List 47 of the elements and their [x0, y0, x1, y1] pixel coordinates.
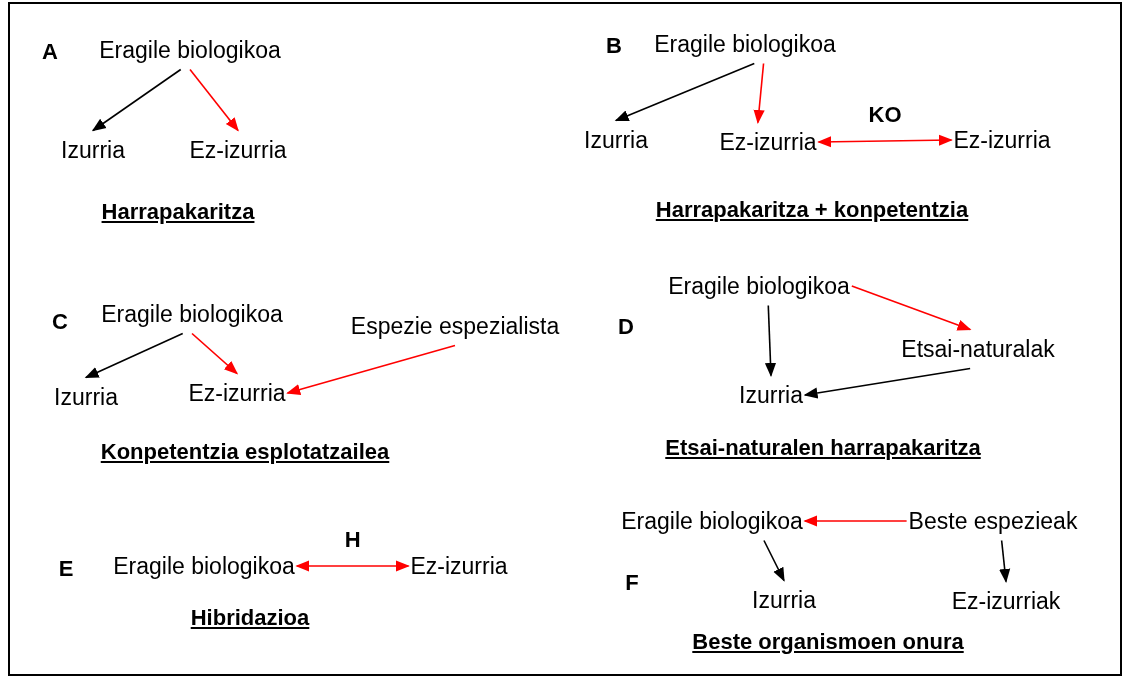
panel-title: Hibridazioa [190, 605, 310, 631]
panel-letter: C [52, 309, 68, 335]
arrow [84, 332, 184, 379]
node-text: Izurria [737, 375, 805, 415]
panel-title: Beste organismoen onura [692, 629, 964, 655]
panel-letter: B [606, 33, 622, 59]
node-text: Eragile biologikoa [666, 266, 852, 306]
arrow [803, 515, 908, 527]
arrow [91, 68, 182, 132]
panel-title: Etsai-naturalen harrapakaritza [665, 435, 981, 461]
arrow [295, 560, 410, 572]
arrow [999, 539, 1011, 583]
panel-letter: E [58, 556, 74, 582]
arrow [191, 332, 239, 375]
node-text: Eragile biologikoa [99, 294, 285, 334]
node-text: Ez-izurria [717, 122, 819, 162]
node-text: Eragile biologikoa [619, 501, 805, 541]
node-text: Eragile biologikoa [97, 30, 283, 70]
node-text: Ez-izurria [408, 546, 510, 586]
panel-title: Harrapakaritza + konpetentzia [655, 197, 969, 223]
node-text: Eragile biologikoa [111, 546, 297, 586]
arrow [286, 344, 456, 395]
panel-letter: F [625, 570, 639, 596]
panel-title: Harrapakaritza [101, 199, 255, 225]
node-text: Ez-izurria [951, 120, 1053, 160]
arrow [764, 304, 777, 377]
node-text: Izurria [59, 130, 127, 170]
node-text: Beste espezieak [906, 501, 1080, 541]
arrow [817, 134, 953, 148]
node-text: Izurria [582, 120, 650, 160]
panel-letter: A [42, 39, 58, 65]
node-text: Eragile biologikoa [652, 24, 838, 64]
arrow [763, 539, 785, 582]
arrow [189, 68, 239, 132]
node-text: Ez-izurria [187, 130, 289, 170]
node-text: Etsai-naturalak [899, 329, 1057, 369]
arrow [614, 62, 756, 122]
panel-title: Konpetentzia esplotatzailea [100, 439, 390, 465]
arrow [753, 62, 765, 124]
node-text: Ez-izurriak [949, 581, 1063, 621]
node-text: Izurria [750, 580, 818, 620]
node-text: Ez-izurria [186, 373, 288, 413]
panel-letter: D [618, 314, 634, 340]
node-text: Espezie espezialista [348, 306, 562, 346]
arrow [851, 285, 972, 331]
arrow [803, 367, 971, 399]
node-text: Izurria [52, 377, 120, 417]
